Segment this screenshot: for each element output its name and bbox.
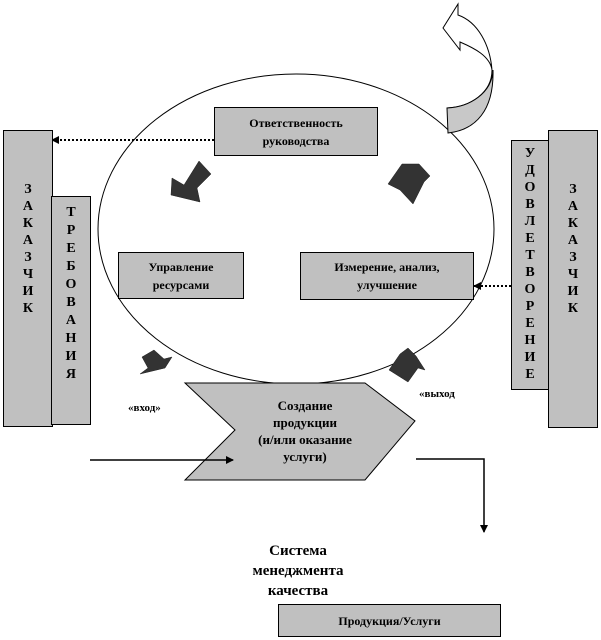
letter: И bbox=[567, 284, 579, 299]
letter: З bbox=[569, 250, 577, 265]
letter: О bbox=[524, 282, 536, 297]
letter: Е bbox=[66, 241, 76, 256]
letter: А bbox=[567, 199, 579, 214]
resource-management-box: Управление ресурсами bbox=[118, 252, 244, 299]
product-realization-line1: Создание bbox=[277, 398, 333, 413]
letter: З bbox=[24, 182, 32, 197]
resource-management-line1: Управление bbox=[148, 259, 214, 274]
letter: Т bbox=[66, 205, 76, 220]
letter: И bbox=[65, 349, 77, 364]
qms-title-line2: менеджмента bbox=[252, 563, 344, 579]
letter: В bbox=[525, 197, 535, 212]
letter: Н bbox=[65, 331, 77, 346]
letter: Е bbox=[525, 367, 535, 382]
letter: Л bbox=[524, 214, 536, 229]
measurement-analysis-line1: Измерение, анализ, bbox=[334, 260, 440, 274]
letter: Н bbox=[524, 333, 536, 348]
product-realization-label: Создание продукции (и/или оказание услуг… bbox=[240, 397, 370, 465]
letter: Е bbox=[525, 316, 535, 331]
letter: З bbox=[24, 250, 32, 265]
letter: Ч bbox=[567, 267, 579, 282]
qms-title: Система менеджмента качества bbox=[238, 541, 358, 601]
block-arrow-icon bbox=[139, 160, 431, 383]
letter: Б bbox=[66, 259, 76, 274]
resource-management-line2: ресурсами bbox=[152, 277, 210, 292]
letter: О bbox=[524, 180, 536, 195]
letter: А bbox=[65, 313, 77, 328]
input-label: «вход» bbox=[128, 402, 161, 414]
letter: Д bbox=[525, 163, 535, 178]
letter: О bbox=[65, 277, 77, 292]
product-realization-line2: продукции bbox=[273, 415, 337, 430]
product-realization-line3: (и/или оказание bbox=[258, 432, 352, 447]
letter: К bbox=[22, 301, 34, 316]
letter: И bbox=[22, 284, 34, 299]
product-realization-line4: услуги) bbox=[283, 449, 327, 464]
measurement-analysis-box: Измерение, анализ, улучшение bbox=[300, 252, 474, 300]
curved-arrow-icon bbox=[442, 2, 494, 134]
management-responsibility-line1: Ответственность bbox=[249, 115, 343, 130]
letter: Т bbox=[525, 248, 535, 263]
output-label: «выход bbox=[419, 388, 455, 400]
letter: З bbox=[569, 182, 577, 197]
measurement-analysis-line2: улучшение bbox=[357, 278, 417, 292]
letter: Р bbox=[66, 223, 76, 238]
qms-title-line1: Система bbox=[269, 543, 327, 559]
letter: Р bbox=[525, 299, 535, 314]
output-arrow-icon bbox=[416, 458, 488, 533]
letter: Е bbox=[525, 231, 535, 246]
letter: Ч bbox=[22, 267, 34, 282]
product-realization-chevron bbox=[183, 382, 416, 481]
qms-title-line3: качества bbox=[267, 583, 329, 599]
letter: К bbox=[567, 301, 579, 316]
output-product-box: Продукция/Услуги bbox=[278, 604, 501, 637]
letter: У bbox=[524, 146, 536, 161]
letter: В bbox=[66, 295, 76, 310]
letter: А bbox=[22, 233, 34, 248]
letter: А bbox=[567, 233, 579, 248]
letter: И bbox=[524, 350, 536, 365]
letter: К bbox=[567, 216, 579, 231]
letter: А bbox=[22, 199, 34, 214]
management-responsibility-box: Ответственность руководства bbox=[214, 107, 378, 156]
letter: К bbox=[22, 216, 34, 231]
letter: Я bbox=[65, 367, 77, 382]
management-responsibility-line2: руководства bbox=[262, 133, 330, 148]
output-product-label: Продукция/Услуги bbox=[338, 613, 441, 628]
letter: В bbox=[525, 265, 535, 280]
